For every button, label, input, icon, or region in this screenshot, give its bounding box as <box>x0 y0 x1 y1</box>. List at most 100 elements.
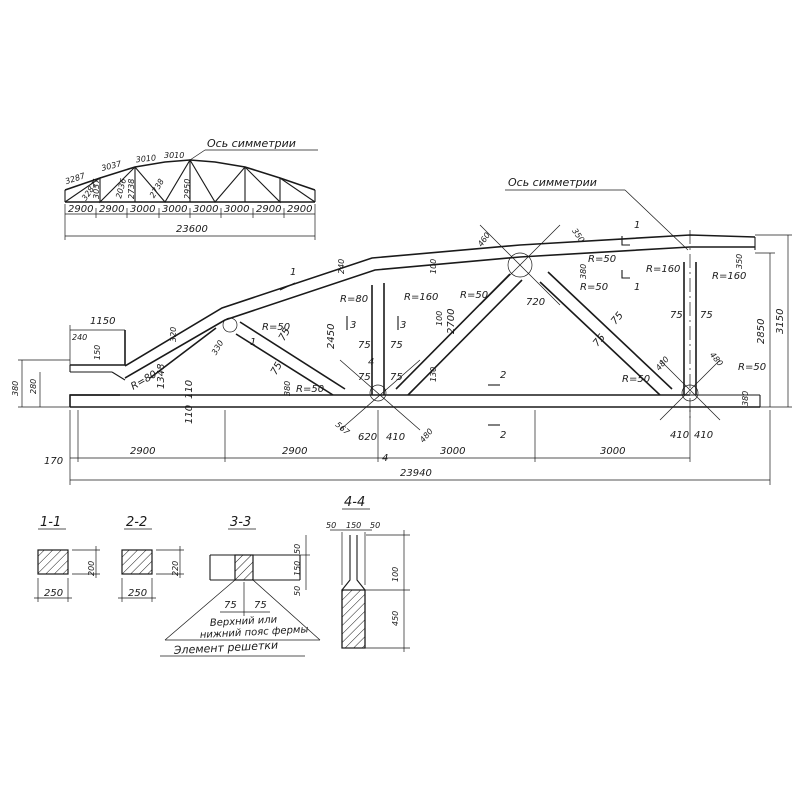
overview-top-length: 3010 <box>135 153 156 164</box>
member-width: 75 <box>591 332 608 349</box>
misc-dim: 410 <box>670 430 689 441</box>
overview-schematic: Ось симметрии 3287 3037 3010 3010 3287 3… <box>64 137 318 240</box>
misc-dim: 480 <box>708 350 725 367</box>
section-mark: 2 <box>500 430 506 441</box>
radius-label: R=160 <box>712 271 746 282</box>
section-width: 250 <box>128 588 147 599</box>
member-width: 75 <box>670 310 683 321</box>
section-title: 2-2 <box>126 515 147 530</box>
section-dim: 50 <box>326 521 336 530</box>
section-1-1: 1-1 250 200 <box>34 515 100 602</box>
member-width: 75 <box>358 340 371 351</box>
section-dim: 150 <box>346 521 361 530</box>
section-dim: 50 <box>293 586 302 596</box>
member-width: 75 <box>609 310 626 327</box>
misc-dim: 567 <box>334 420 352 437</box>
overview-span: 3000 <box>162 204 187 215</box>
overview-span: 2900 <box>99 204 124 215</box>
section-height: 200 <box>87 561 96 576</box>
radius-label: R=50 <box>262 322 290 333</box>
height-label: 110 <box>184 380 195 399</box>
overview-web-length: 3037 <box>92 178 101 199</box>
radius-label: R=80 <box>340 294 368 305</box>
misc-dim: 410 <box>386 432 405 443</box>
radius-label: R=50 <box>296 384 324 395</box>
section-mark: 1 <box>250 337 256 348</box>
member-width: 75 <box>390 372 403 383</box>
section-mark: 4 <box>368 357 374 368</box>
section-dim: 50 <box>370 521 380 530</box>
section-mark: 3 <box>400 320 406 331</box>
main-truss: Ось симметрии <box>11 176 792 485</box>
member-width: 75 <box>358 372 371 383</box>
section-dim: 75 <box>254 600 267 611</box>
section-title: 4-4 <box>344 495 365 510</box>
overview-span: 3000 <box>130 204 155 215</box>
section-note: Элемент решетки <box>172 639 278 658</box>
radius-label: R=50 <box>588 254 616 265</box>
misc-dim: 480 <box>654 355 671 372</box>
section-dim: 75 <box>224 600 237 611</box>
left-end-dim: 240 <box>72 333 87 342</box>
overview-top-length: 3037 <box>100 159 123 173</box>
section-2-2: 2-2 250 220 <box>118 515 184 602</box>
section-3-3: 3-3 50 150 50 75 75 Верхний или нижний п… <box>160 515 321 658</box>
misc-dim: 380 <box>741 391 750 406</box>
misc-dim: 100 <box>429 259 438 274</box>
radius-label: R=160 <box>404 292 438 303</box>
section-dim: 150 <box>293 561 302 576</box>
misc-dim: 240 <box>337 259 346 274</box>
radius-label: R=50 <box>580 282 608 293</box>
height-label: 2700 <box>446 309 457 334</box>
misc-dim: 380 <box>283 381 292 396</box>
misc-dim: 460 <box>476 231 492 249</box>
overall-height: 2850 <box>756 319 767 344</box>
height-label: 2450 <box>326 324 337 349</box>
section-note: Верхний или <box>210 614 278 629</box>
member-width: 75 <box>700 310 713 321</box>
height-label: 1348 <box>156 364 167 389</box>
overview-web-length: 2738 <box>127 179 136 199</box>
bottom-span: 3000 <box>600 446 625 457</box>
bottom-span: 2900 <box>130 446 155 457</box>
bottom-span: 2900 <box>282 446 307 457</box>
misc-dim: 380 <box>579 264 588 279</box>
radius-label: R=50 <box>622 374 650 385</box>
section-dim: 450 <box>391 611 400 626</box>
section-title: 1-1 <box>40 515 61 530</box>
section-mark: 2 <box>500 370 506 381</box>
section-mark: 4 <box>382 453 388 464</box>
section-title: 3-3 <box>230 515 251 530</box>
overview-web-length: 2738 <box>148 177 166 199</box>
total-length: 23940 <box>400 468 432 479</box>
section-dim: 50 <box>293 544 302 554</box>
section-height: 220 <box>171 561 180 576</box>
misc-dim: 130 <box>429 367 438 382</box>
section-4-4: 4-4 50 150 50 100 450 <box>326 495 410 652</box>
radius-label: R=160 <box>646 264 680 275</box>
misc-dim: 720 <box>526 297 545 308</box>
main-symmetry-label: Ось симметрии <box>508 176 597 189</box>
misc-dim: 350 <box>735 254 744 269</box>
misc-dim: 330 <box>210 339 225 357</box>
member-width: 75 <box>390 340 403 351</box>
section-mark: 1 <box>634 220 640 231</box>
left-end-dim: 150 <box>93 345 102 360</box>
left-end-dim: 280 <box>29 379 38 394</box>
left-end-width: 1150 <box>90 316 115 327</box>
overview-span: 2900 <box>256 204 281 215</box>
section-mark: 1 <box>634 282 640 293</box>
section-mark: 1 <box>290 267 296 278</box>
misc-dim: 620 <box>358 432 377 443</box>
overview-total-span: 23600 <box>176 224 208 235</box>
section-dim: 100 <box>391 567 400 582</box>
overall-height: 3150 <box>775 309 786 334</box>
overview-span: 3000 <box>224 204 249 215</box>
left-end-dim: 380 <box>11 381 20 396</box>
radius-label: R=50 <box>738 362 766 373</box>
overview-span: 2900 <box>287 204 312 215</box>
overview-web-length: 2950 <box>183 179 192 199</box>
misc-dim: 320 <box>169 327 178 342</box>
height-label: 110 <box>184 405 195 424</box>
